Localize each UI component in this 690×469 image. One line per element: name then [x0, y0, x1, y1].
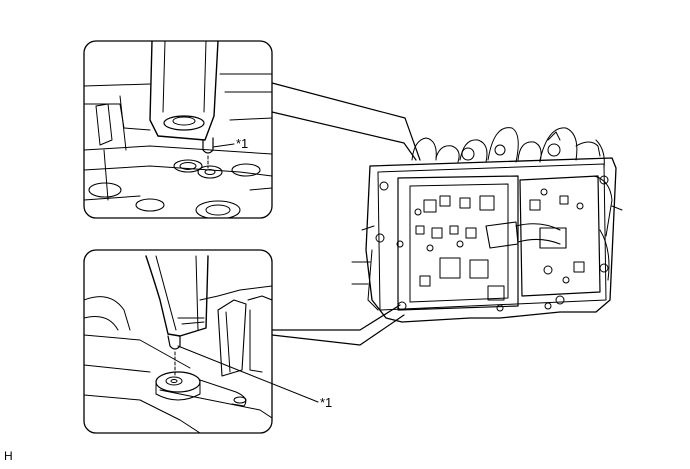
- top-detail-frame: [83, 40, 273, 219]
- detail-leader-lines: [271, 82, 421, 346]
- bottom-detail-frame: [83, 249, 273, 434]
- corner-code: H: [4, 449, 13, 463]
- callout-label-bottom: *1: [320, 395, 333, 410]
- valve-body-assembly: [351, 127, 623, 323]
- top-detail-view: [83, 40, 273, 219]
- bottom-detail-view: [83, 249, 319, 434]
- callout-label-top: *1: [236, 136, 249, 151]
